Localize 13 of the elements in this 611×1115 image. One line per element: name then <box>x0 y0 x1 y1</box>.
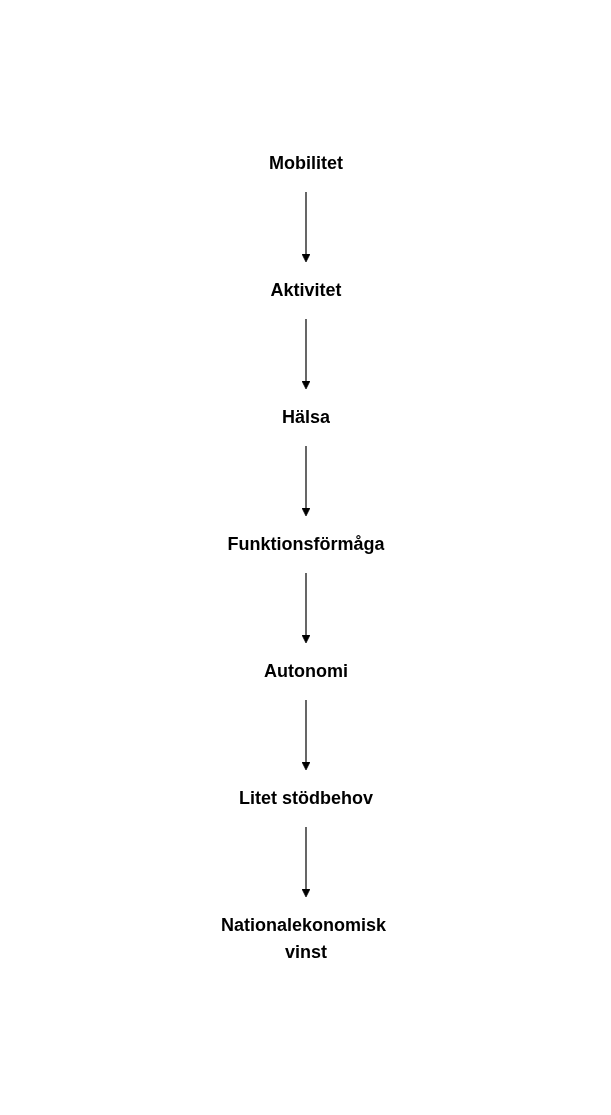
node-text: Autonomi <box>263 660 348 681</box>
node-text: Hälsa <box>281 406 330 427</box>
arrow <box>301 698 310 770</box>
node-text: Funktionsförmåga <box>226 533 385 554</box>
arrow <box>301 571 310 643</box>
node-text: Mobilitet <box>268 152 343 173</box>
arrow <box>301 317 310 389</box>
arrow <box>301 444 310 516</box>
node-text: Nationalekonomisk vinst <box>220 914 386 962</box>
arrow <box>301 825 310 897</box>
node-text: Aktivitet <box>269 279 342 300</box>
node-text: Litet stödbehov <box>238 787 373 808</box>
arrow <box>301 190 310 262</box>
